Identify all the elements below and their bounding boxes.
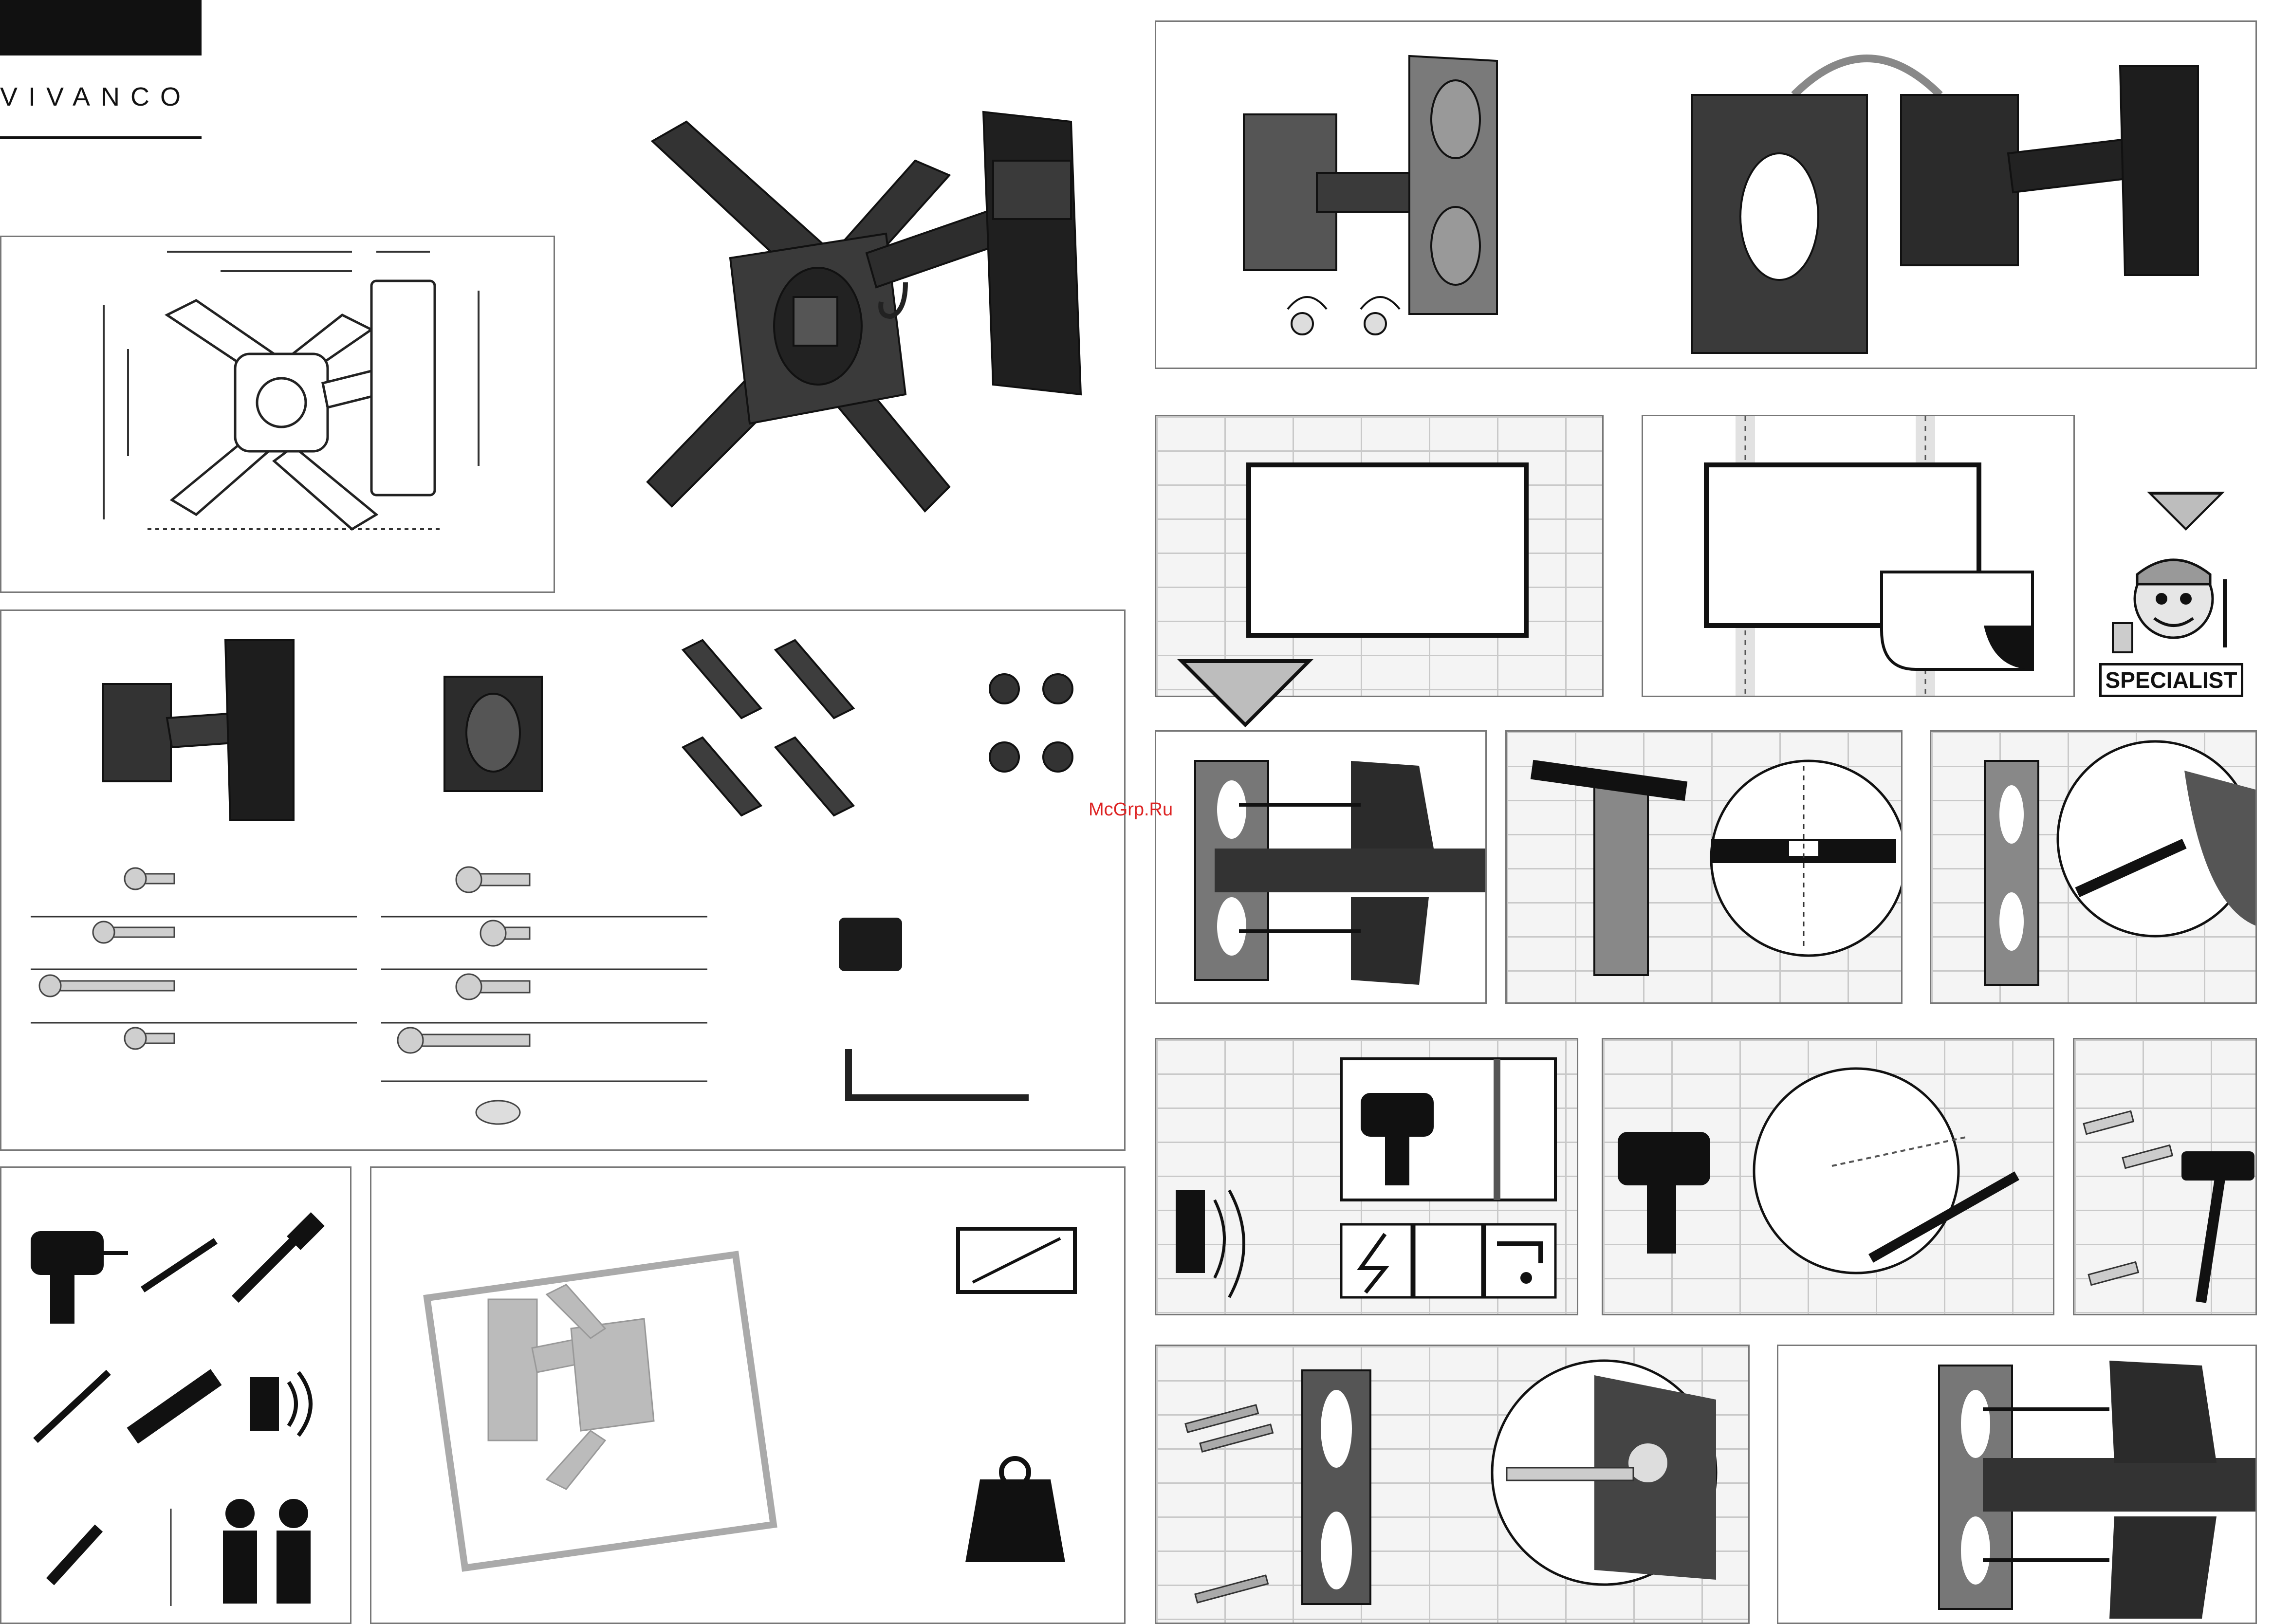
- weight-icon: [965, 1458, 1065, 1562]
- arm-assembly-part: [103, 640, 294, 820]
- brand-underline: [0, 136, 202, 139]
- step-insert-dowels-panel: [2073, 1038, 2257, 1315]
- step-attach-arm-panel: [1777, 1345, 2257, 1624]
- drill-bit-icon: [143, 1241, 216, 1290]
- brand-block: [0, 0, 202, 55]
- wall-type-drywall-panel: [1642, 415, 2075, 697]
- step-mark-holes-panel: [1930, 730, 2257, 1004]
- wall-screws-icon: [1185, 1405, 1273, 1603]
- spirit-level-icon: [127, 1369, 222, 1443]
- pencil-icon: [50, 1528, 99, 1582]
- dimension-diagram-panel: [0, 236, 555, 593]
- tv-outline: [1249, 465, 1526, 635]
- step-separate-wall-plate-panel: [1155, 730, 1487, 1004]
- specialist-label: SPECIALIST: [2099, 663, 2243, 697]
- wall-plugs-icon: [2084, 1111, 2172, 1285]
- screen-size-icon: [958, 1229, 1075, 1292]
- hammer-icon: [2181, 1151, 2254, 1302]
- screw-heads-part: [990, 674, 1072, 772]
- zoom-bubble: [1754, 1069, 1958, 1273]
- extension-arm-parts: [683, 640, 853, 815]
- tools-panel: [0, 1166, 351, 1624]
- drill-icon: [1618, 1132, 1710, 1254]
- step-fix-wall-plate-panel: [1155, 1345, 1750, 1624]
- wall-mount-hero-image: [633, 102, 1090, 540]
- watermark-text: McGrp.Ru: [1089, 799, 1173, 820]
- tv-size-weight-panel: [370, 1166, 1126, 1624]
- step-plate-detach-panel: [1155, 20, 2257, 369]
- hammer-icon: [235, 1212, 325, 1299]
- parts-list-panel: [0, 609, 1126, 1151]
- dimension-drawing: [1, 237, 555, 593]
- stud-detector-icon: [1176, 1190, 1244, 1297]
- step-level-panel: [1505, 730, 1903, 1004]
- mounted-bracket-preview: [488, 1285, 654, 1489]
- stud-detector-icon: [250, 1372, 311, 1436]
- vesa-plate-part: [444, 677, 542, 791]
- step-detect-cables-panel: [1155, 1038, 1578, 1315]
- swap-arrow-icon: [1794, 58, 1940, 95]
- wall-type-brick-panel: [1155, 415, 1604, 697]
- brand-logo: VIVANCO: [0, 82, 204, 112]
- step-drill-holes-panel: [1602, 1038, 2054, 1315]
- screws-set-a: [39, 868, 174, 1049]
- spacer-part: [839, 918, 902, 971]
- screw-removal-arrows: [1288, 297, 1400, 334]
- two-persons-icon: [223, 1499, 311, 1604]
- screwdriver-icon: [36, 1372, 109, 1440]
- specialist-mascot-icon: [2108, 545, 2239, 667]
- allen-key-part: [849, 1049, 1029, 1098]
- screws-set-b: [398, 867, 530, 1124]
- drill-icon: [31, 1231, 128, 1324]
